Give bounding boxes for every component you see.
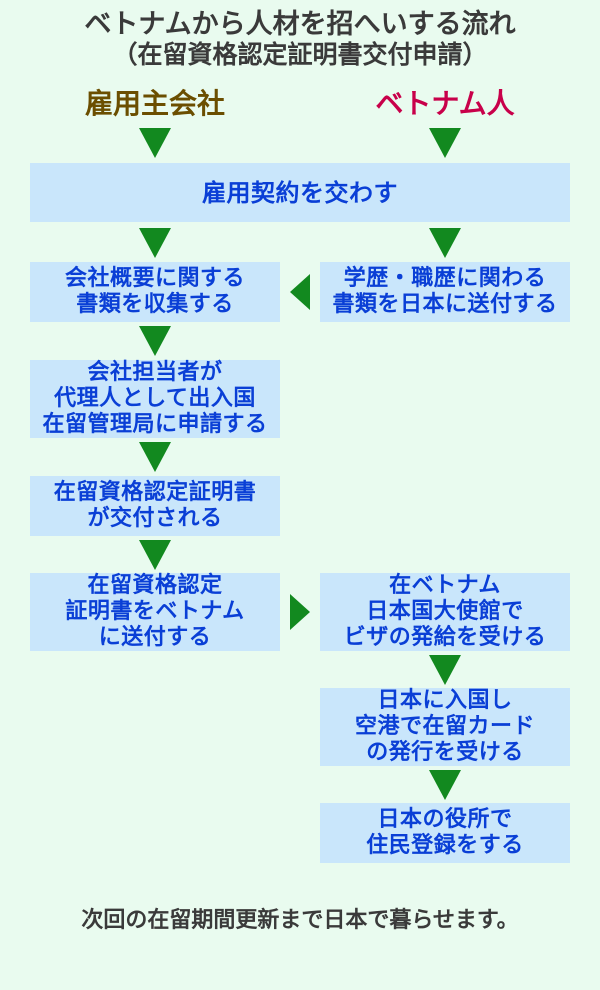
step-entry-line-2: 空港で在留カード [354, 714, 535, 739]
step-company-docs-box: 会社概要に関する 書類を収集する [30, 262, 280, 322]
step-issued-line-1: 在留資格認定証明書 [53, 480, 257, 505]
vietnamese-column-label: ベトナム人 [375, 87, 515, 120]
arrow-down-icon [429, 228, 461, 258]
title-line-1: ベトナムから人材を招へいする流れ [84, 9, 516, 40]
arrow-down-icon [139, 442, 171, 472]
step-company-docs-line-1: 会社概要に関する [64, 266, 245, 291]
arrow-down-icon [429, 128, 461, 158]
step-entry-line-1: 日本に入国し [377, 688, 513, 713]
step-company-docs-line-2: 書類を収集する [76, 292, 234, 317]
arrow-down-icon [139, 326, 171, 356]
step-personal-docs-line-1: 学歴・職歴に関わる [343, 266, 547, 291]
title-line-2: （在留資格認定証明書交付申請） [112, 40, 488, 69]
step-application-line-2: 代理人として出入国 [54, 386, 256, 411]
step-send-certificate-box: 在留資格認定 証明書をベトナム に送付する [30, 573, 280, 651]
step-send-certificate-line-2: 証明書をベトナム [65, 599, 245, 624]
step-issued-box: 在留資格認定証明書 が交付される [30, 476, 280, 536]
step-visa-line-2: 日本国大使館で [366, 599, 524, 624]
arrow-down-icon [429, 770, 461, 800]
step-entry-line-3: の発行を受ける [366, 740, 524, 765]
step-visa-box: 在ベトナム 日本国大使館で ビザの発給を受ける [320, 573, 570, 651]
step-personal-docs-line-2: 書類を日本に送付する [332, 292, 558, 317]
step-issued-line-2: が交付される [87, 506, 223, 531]
step-send-certificate-line-1: 在留資格認定 [87, 573, 223, 598]
step-send-certificate-line-3: に送付する [98, 625, 212, 650]
step-contract-text: 雇用契約を交わす [202, 178, 398, 207]
arrow-down-icon [139, 128, 171, 158]
step-city-office-line-1: 日本の役所で [377, 807, 513, 832]
step-application-line-3: 在留管理局に申請する [42, 412, 268, 437]
step-city-office-box: 日本の役所で 住民登録をする [320, 803, 570, 863]
diagram-title: ベトナムから人材を招へいする流れ （在留資格認定証明書交付申請） [0, 10, 600, 70]
arrow-down-icon [429, 655, 461, 685]
step-visa-line-3: ビザの発給を受ける [343, 625, 547, 650]
arrow-left-icon [290, 274, 310, 310]
step-personal-docs-box: 学歴・職歴に関わる 書類を日本に送付する [320, 262, 570, 322]
footer-note: 次回の在留期間更新まで日本で暮らせます。 [81, 908, 519, 933]
step-application-box: 会社担当者が 代理人として出入国 在留管理局に申請する [30, 360, 280, 438]
company-column-label: 雇用主会社 [84, 87, 225, 120]
step-application-line-1: 会社担当者が [87, 360, 223, 385]
step-city-office-line-2: 住民登録をする [366, 833, 524, 858]
step-entry-box: 日本に入国し 空港で在留カード の発行を受ける [320, 688, 570, 766]
step-visa-line-1: 在ベトナム [389, 573, 501, 598]
arrow-down-icon [139, 228, 171, 258]
arrow-right-icon [290, 594, 310, 630]
arrow-down-icon [139, 540, 171, 570]
step-contract-box: 雇用契約を交わす [30, 163, 570, 222]
